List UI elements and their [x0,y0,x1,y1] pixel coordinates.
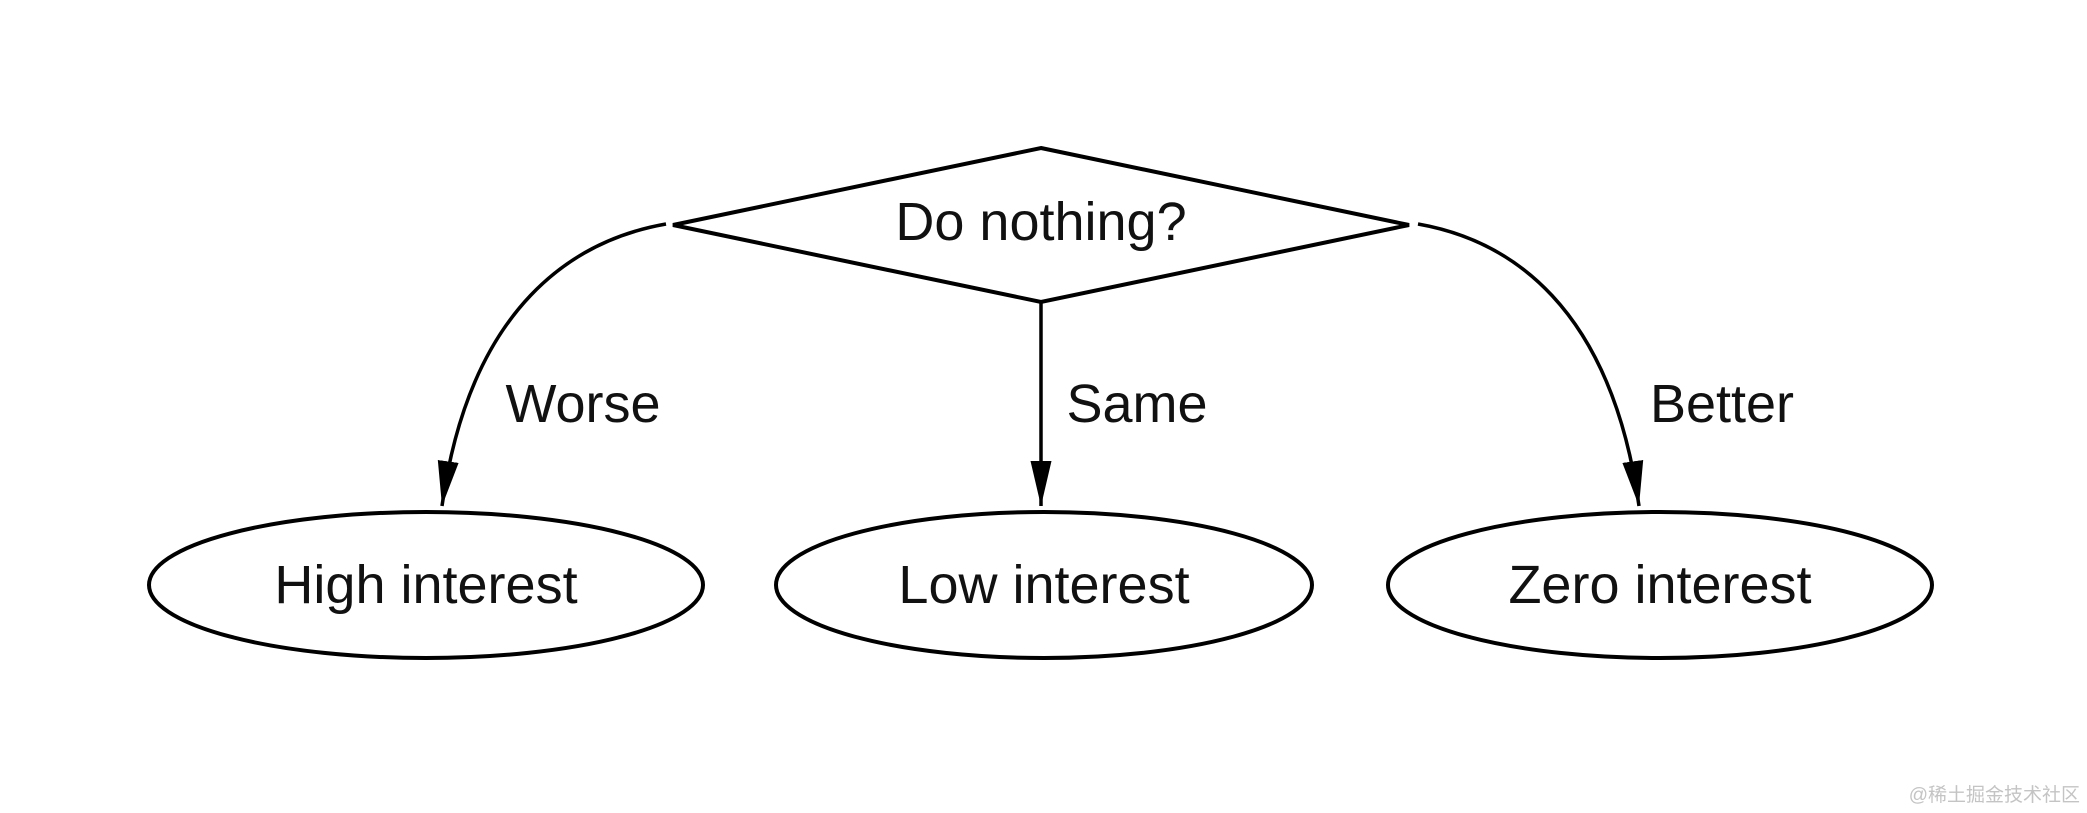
edge-label-same: Same [1066,374,1207,434]
node-low-interest-shape [774,510,1314,660]
edge-better-arrow [1417,222,1644,507]
node-zero-interest-shape [1386,510,1934,660]
node-zero-interest-label: Zero interest [1508,555,1811,615]
decision-label: Do nothing? [895,192,1186,252]
node-high-interest-shape [147,510,705,660]
watermark-text: @稀土掘金技术社区 [1909,784,2080,806]
node-low-interest-label: Low interest [898,555,1189,615]
node-high-interest-label: High interest [274,555,577,615]
edge-label-worse: Worse [505,374,660,434]
edge-worse-arrow [437,222,667,507]
edge-label-better: Better [1650,374,1794,434]
decision-diamond-shape [672,145,1410,305]
